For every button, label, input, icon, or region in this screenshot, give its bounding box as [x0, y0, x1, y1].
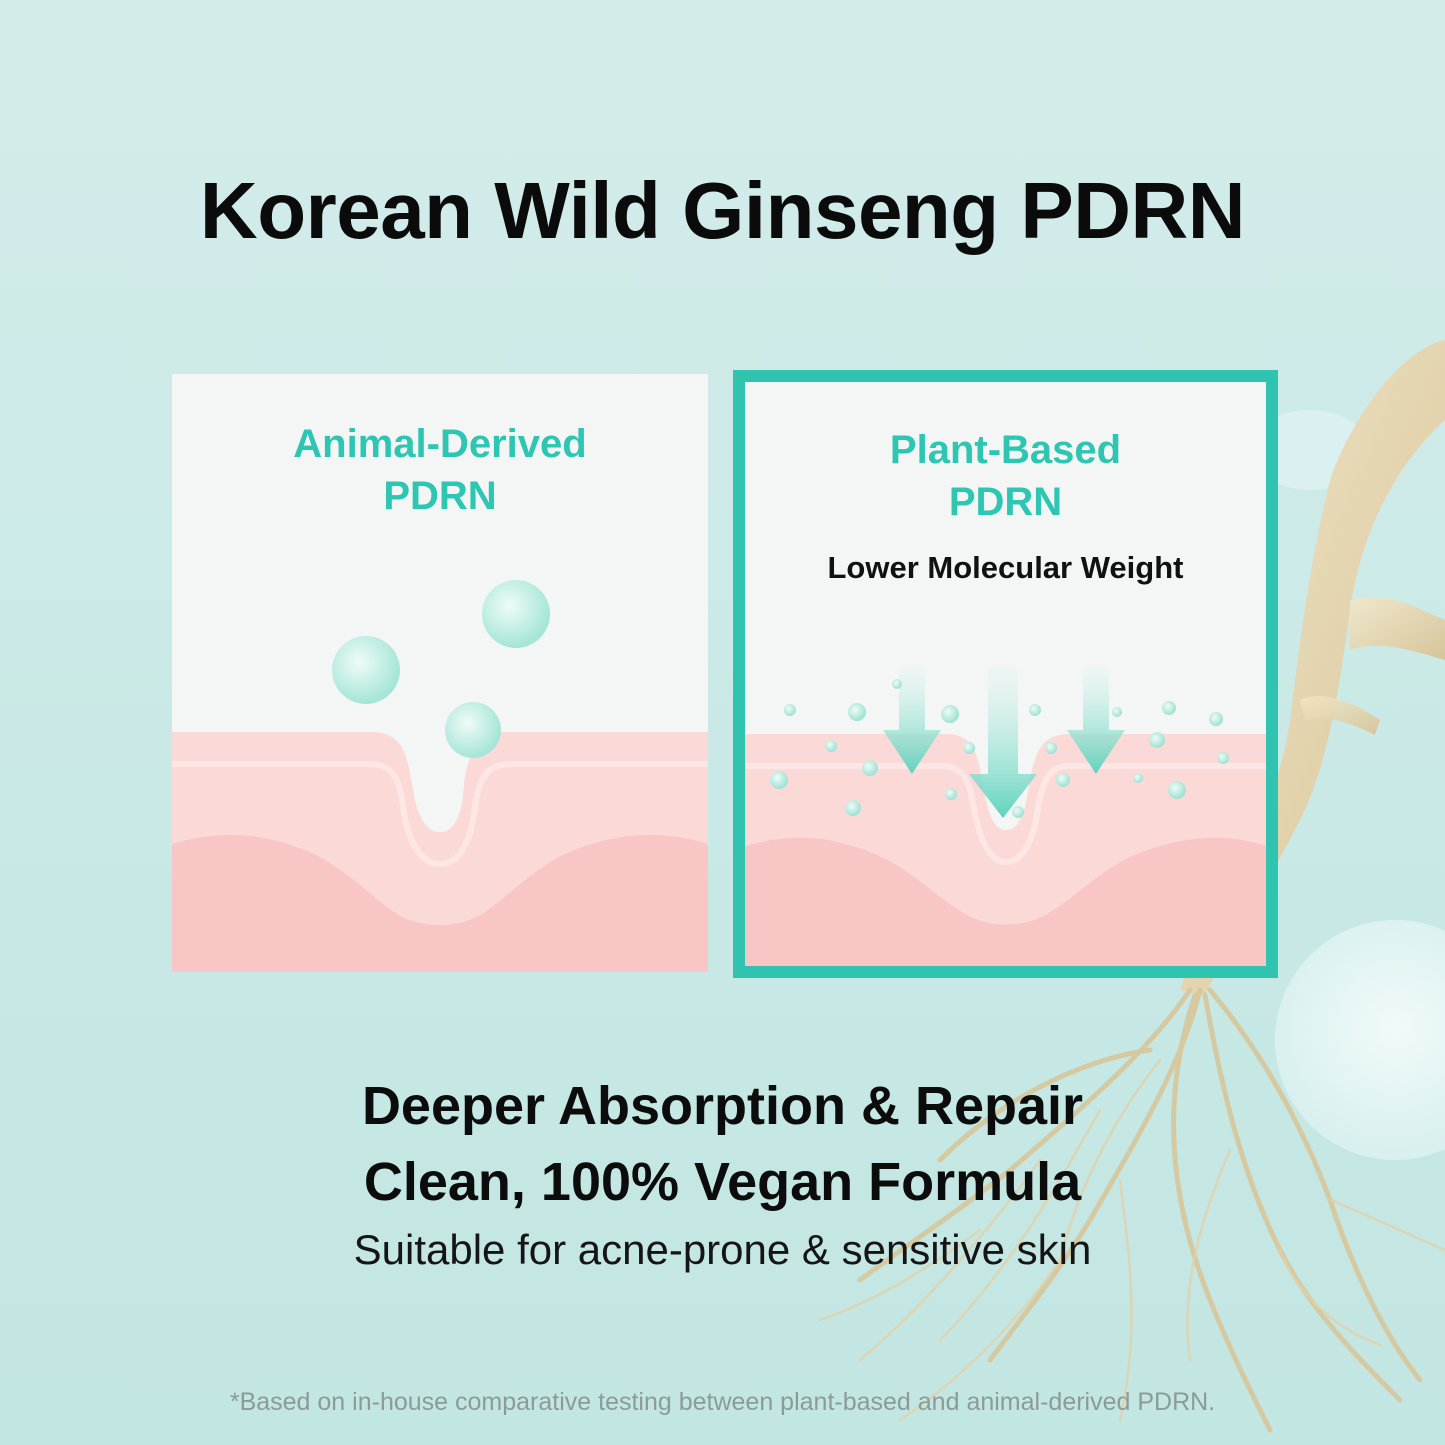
subheadline: Suitable for acne-prone & sensitive skin: [353, 1226, 1092, 1273]
plant-based-subtitle: Lower Molecular Weight: [827, 550, 1184, 585]
headline-line-1: Deeper Absorption & Repair: [361, 1076, 1084, 1136]
footnote: *Based on in-house comparative testing b…: [229, 1388, 1216, 1416]
page-title: Korean Wild Ginseng PDRN: [199, 166, 1246, 255]
plant-based-title: Plant-Based PDRN: [889, 428, 1122, 524]
absorption-arrows: [883, 666, 1125, 818]
molecule-large-1: [332, 636, 400, 704]
molecule-large-3: [445, 702, 501, 758]
headline-line-2: Clean, 100% Vegan Formula: [363, 1152, 1082, 1212]
skin-layer-illustration: [172, 580, 708, 972]
animal-derived-title: Animal-Derived PDRN: [293, 422, 587, 518]
skin-absorption-illustration: [745, 666, 1266, 966]
animal-derived-panel: Animal-Derived PDRN: [172, 374, 708, 972]
small-molecules: [770, 679, 1229, 818]
plant-based-panel: Plant-Based PDRN Lower Molecular Weight: [733, 370, 1278, 978]
molecule-large-2: [482, 580, 550, 648]
